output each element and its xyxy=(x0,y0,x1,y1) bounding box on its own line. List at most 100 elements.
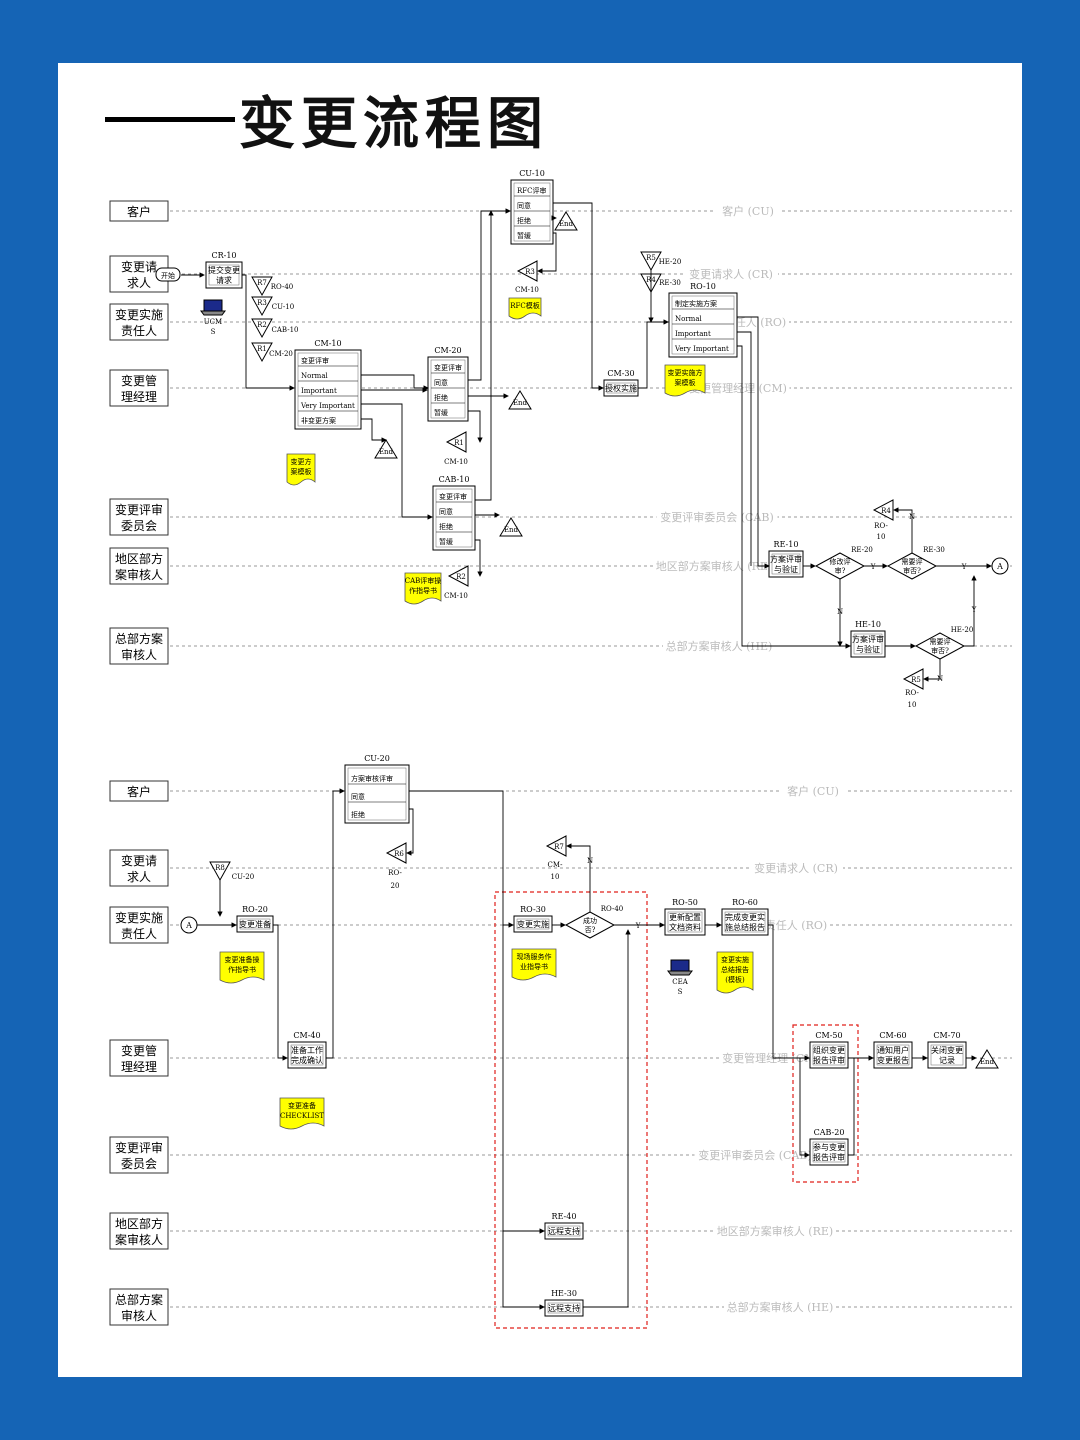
flow-cm40-cu20 xyxy=(326,788,345,1059)
flow-he30-back xyxy=(583,929,631,1308)
lane-label: 案审核人 xyxy=(115,1232,163,1247)
box-row: 拒绝 xyxy=(439,522,453,531)
lane-label: 变更实施 xyxy=(115,910,163,925)
lane-label: 地区部方 xyxy=(115,551,163,566)
marker-text: R5 xyxy=(911,676,921,684)
laptop-screen xyxy=(670,959,690,972)
box-text: 变更准备 xyxy=(239,919,271,929)
box-inner xyxy=(208,264,240,286)
lane-tag: 客户 (CU) xyxy=(722,204,774,218)
box-text: 完成确认 xyxy=(291,1055,323,1065)
box-inner xyxy=(297,352,359,427)
code-label: CM- xyxy=(548,861,564,869)
marker-text: R8 xyxy=(215,864,225,872)
lane-label-box xyxy=(109,369,169,407)
lane-tag: 地区部方案审核人 (RE) xyxy=(656,559,772,573)
laptop-label: CEA xyxy=(672,978,688,986)
box-text: 准备工作 xyxy=(291,1045,323,1055)
lane-tag-bg xyxy=(719,1050,823,1064)
box-text: 请求 xyxy=(216,275,232,285)
box-text: 远程支持 xyxy=(548,1303,580,1313)
marker-triangle xyxy=(251,276,273,297)
note-text: 变更实施方 xyxy=(668,368,703,377)
decision-text: 否? xyxy=(585,926,596,934)
lane-tag: 变更管理经理 (CM) xyxy=(689,381,787,395)
lane-tag: 地区部方案审核人 (RE) xyxy=(717,1224,833,1238)
note-text: 作指导书 xyxy=(409,586,437,595)
box-frame xyxy=(721,908,769,936)
code-label: CM-10 xyxy=(444,592,468,600)
marker-triangle xyxy=(251,318,273,339)
lane-tag: 客户 (CU) xyxy=(787,784,839,798)
box-code: RE-40 xyxy=(552,1212,577,1221)
end-cab-10: End xyxy=(499,517,523,537)
lane-tag: 总部方案审核人 (HE) xyxy=(727,1300,834,1314)
box-frame xyxy=(236,915,274,933)
r3-marker: R3 xyxy=(251,296,273,317)
box-inner xyxy=(430,359,466,419)
flow-he20-y xyxy=(964,575,977,647)
box-row: 制定实施方案 xyxy=(675,299,717,308)
flow-cr10-cm10 xyxy=(242,274,295,391)
box-frame xyxy=(205,261,243,289)
box-row: 拒绝 xyxy=(434,393,448,402)
r6-return: R6 xyxy=(385,842,407,864)
box-frame xyxy=(344,764,410,824)
lane-label-box xyxy=(109,780,169,802)
end-cm-10: End xyxy=(374,439,398,459)
box-text: 关闭变更 xyxy=(931,1045,963,1055)
flow-cab20-back xyxy=(848,1058,855,1156)
box-text: 参与变更 xyxy=(813,1142,845,1152)
flow-ro10-re10 xyxy=(737,316,770,569)
marker-text: R2 xyxy=(257,321,267,329)
box-text: 报告评审 xyxy=(813,1055,845,1065)
lane-label: 理经理 xyxy=(121,1060,157,1074)
lane-label: 变更实施 xyxy=(115,307,163,322)
code-label: RO- xyxy=(874,522,888,530)
box-code: CM-50 xyxy=(815,1031,842,1040)
box-code: RO-30 xyxy=(520,905,546,914)
marker-text: R7 xyxy=(257,279,267,287)
box-inner xyxy=(547,1225,581,1237)
box-text: 变更实施 xyxy=(517,919,549,929)
flow-he20-n xyxy=(923,659,941,682)
flow-agree xyxy=(468,208,511,381)
no-label: N xyxy=(937,675,943,683)
lane-tag: 变更请求人 (CR) xyxy=(754,861,838,875)
flow-cm30-ro10 xyxy=(638,319,669,389)
r2-marker: R2 xyxy=(251,318,273,339)
note-text: 作指导书 xyxy=(228,965,256,974)
box-text: 与验证 xyxy=(774,564,798,574)
box-frame xyxy=(544,1299,584,1317)
lane-tag-bg xyxy=(684,266,778,280)
note-text: 变更准备操 xyxy=(225,955,260,964)
lane-label: 总部方案 xyxy=(115,1292,163,1307)
no-label: N xyxy=(587,857,593,865)
lane-label: 客户 xyxy=(127,204,151,219)
r7-return: R7 xyxy=(545,835,567,857)
box-text: 与验证 xyxy=(856,644,880,654)
box-row: 方案审核评审 xyxy=(351,774,393,783)
lane-label: 变更评审 xyxy=(115,1140,163,1155)
lane-label: 审核人 xyxy=(121,1308,157,1323)
lane-tag-bg xyxy=(714,203,782,217)
marker-text: R3 xyxy=(525,268,535,276)
lane-tag: 变更请求人 (CR) xyxy=(689,267,773,281)
laptop-label: UCM xyxy=(204,318,222,326)
box-inner xyxy=(853,633,883,655)
box-frame xyxy=(768,550,804,578)
laptop-base xyxy=(200,310,226,316)
